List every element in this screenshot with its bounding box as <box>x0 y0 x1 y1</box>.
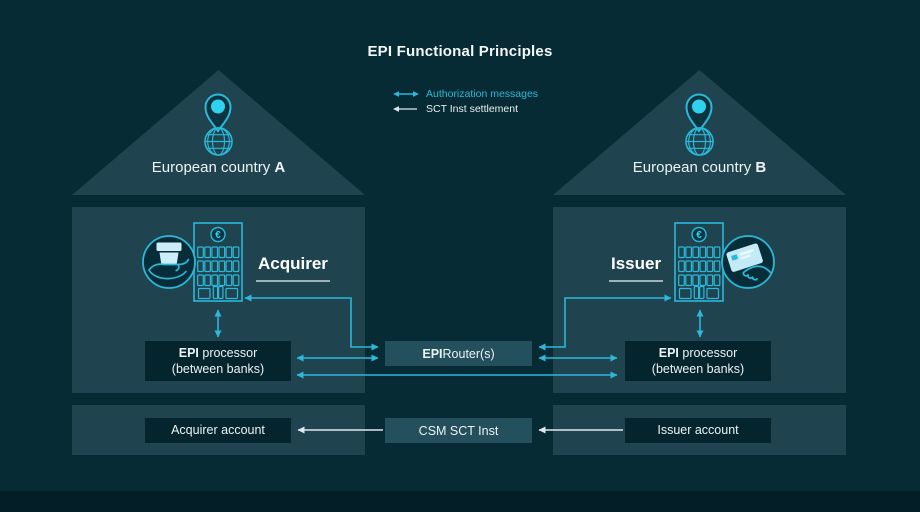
acquirer-label: Acquirer <box>256 254 330 282</box>
euro-emblem: € <box>696 230 702 241</box>
acquirer-account-label: Acquirer account <box>171 423 265 438</box>
legend-settlement-row: SCT Inst settlement <box>393 102 538 115</box>
globe-icon <box>685 127 714 156</box>
page-title: EPI Functional Principles <box>367 43 553 60</box>
epi-processor-line2: (between banks) <box>171 362 265 376</box>
footer-bar <box>0 491 920 512</box>
country-b-letter: B <box>755 159 767 176</box>
csm-label: CSM SCT Inst <box>418 423 499 438</box>
issuer-account-box: Issuer account <box>625 418 771 443</box>
epi-processor-line1: EPI processor <box>658 345 738 360</box>
euro-emblem: € <box>215 230 221 241</box>
country-b-label: European country B <box>553 159 846 176</box>
router-label-bold: EPI <box>422 346 443 361</box>
location-pin-icon <box>685 93 713 133</box>
hand-holding-pos-terminal-icon <box>142 235 196 289</box>
legend-authorization-label: Authorization messages <box>426 87 539 100</box>
issuer-epi-processor-box: EPI processor (between banks) <box>625 341 771 381</box>
router-label-rest: Router(s) <box>442 346 495 361</box>
csm-sct-inst-box: CSM SCT Inst <box>385 418 532 443</box>
globe-icon <box>204 127 233 156</box>
legend-settlement-label: SCT Inst settlement <box>426 102 519 115</box>
acquirer-account-box: Acquirer account <box>145 418 291 443</box>
bank-building-icon: € <box>193 222 243 302</box>
issuer-label: Issuer <box>609 254 664 282</box>
country-a-label: European country A <box>72 159 365 176</box>
epi-processor-line2: (between banks) <box>651 362 745 376</box>
country-a-letter: A <box>274 159 286 176</box>
epi-processor-line1: EPI processor <box>178 345 258 360</box>
country-b-prefix: European country <box>632 159 756 176</box>
hand-holding-card-icon <box>721 235 775 289</box>
country-a-prefix: European country <box>151 159 275 176</box>
bidirectional-arrow-icon <box>393 90 419 97</box>
acquirer-epi-processor-box: EPI processor (between banks) <box>145 341 291 381</box>
issuer-account-label: Issuer account <box>657 423 739 438</box>
legend-authorization-row: Authorization messages <box>393 87 538 100</box>
left-arrow-icon <box>393 105 417 112</box>
bank-building-icon: € <box>674 222 724 302</box>
epi-router-box: EPI Router(s) <box>385 341 532 366</box>
location-pin-icon <box>204 93 232 133</box>
legend: Authorization messages SCT Inst settleme… <box>393 87 538 117</box>
